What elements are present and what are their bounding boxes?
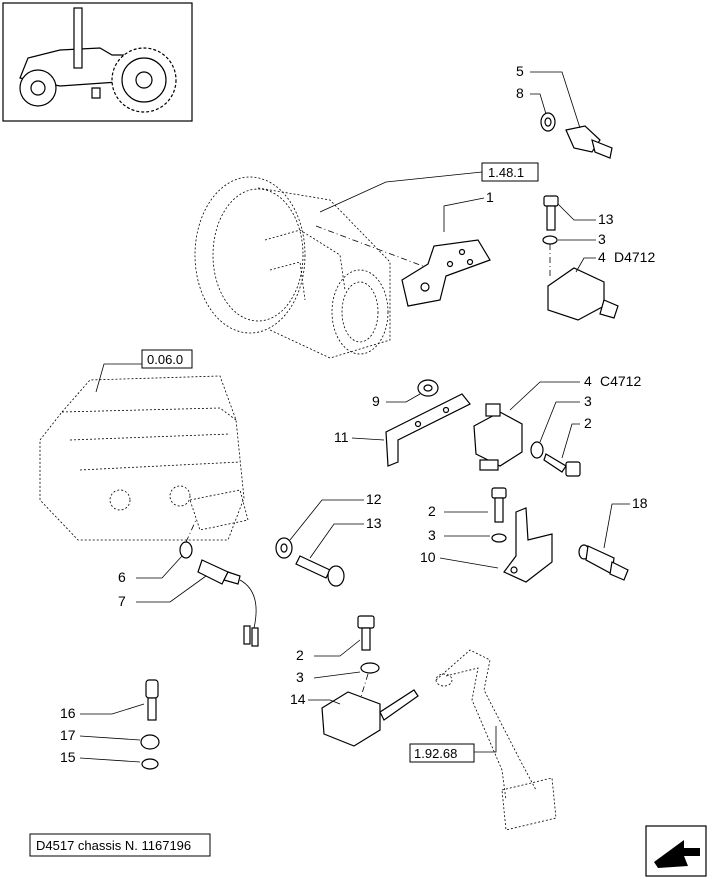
bolt-2-center bbox=[491, 487, 507, 523]
callout-1: 1 bbox=[486, 189, 494, 205]
bracket-10 bbox=[503, 507, 553, 583]
callout-12: 12 bbox=[366, 491, 382, 507]
callout-4-upper-code: D4712 bbox=[614, 249, 655, 265]
callout-8: 8 bbox=[516, 85, 524, 101]
callout-6: 6 bbox=[118, 569, 126, 585]
clutch-pedal bbox=[435, 649, 557, 831]
callout-18: 18 bbox=[632, 495, 648, 511]
callout-14: 14 bbox=[290, 691, 306, 707]
ref-1-48-1: 1.48.1 bbox=[488, 165, 524, 180]
chassis-label: D4517 chassis N. 1167196 bbox=[36, 838, 191, 853]
callout-4-upper: 4 bbox=[598, 249, 606, 265]
washer-3-upper bbox=[542, 235, 558, 245]
nut-17 bbox=[140, 734, 160, 750]
callout-5: 5 bbox=[516, 63, 524, 79]
bolt-2-lower bbox=[357, 615, 375, 651]
callout-4-middle: 4 bbox=[584, 373, 592, 389]
transmission-housing bbox=[194, 176, 391, 359]
bolt-2-middle bbox=[543, 453, 581, 477]
washer-3-lower bbox=[360, 662, 380, 674]
washer-3-center bbox=[491, 533, 507, 543]
callout-9: 9 bbox=[372, 393, 380, 409]
engine-block bbox=[39, 375, 249, 541]
tractor-thumbnail bbox=[2, 2, 193, 122]
callout-3-middle: 3 bbox=[584, 393, 592, 409]
callout-2-lower: 2 bbox=[296, 647, 304, 663]
washer-3-middle bbox=[530, 441, 544, 459]
switch-4-c4712 bbox=[473, 403, 523, 471]
ref-1-92-68: 1.92.68 bbox=[414, 746, 457, 761]
callout-10: 10 bbox=[420, 549, 436, 565]
callout-3-center: 3 bbox=[428, 527, 436, 543]
pressure-switch-5 bbox=[540, 112, 613, 159]
callout-15: 15 bbox=[60, 749, 76, 765]
nut-9 bbox=[417, 379, 439, 397]
callout-13-upper: 13 bbox=[598, 211, 614, 227]
callout-2-middle: 2 bbox=[584, 415, 592, 431]
washer-15 bbox=[141, 758, 159, 770]
callout-16: 16 bbox=[60, 705, 76, 721]
next-page-arrow-icon[interactable] bbox=[645, 825, 707, 877]
callout-3-upper: 3 bbox=[598, 231, 606, 247]
callout-13-lower: 13 bbox=[366, 515, 382, 531]
callout-2-center: 2 bbox=[428, 503, 436, 519]
temperature-sender-7 bbox=[197, 559, 259, 647]
callout-4-middle-code: C4712 bbox=[600, 373, 641, 389]
callout-17: 17 bbox=[60, 727, 76, 743]
bracket-11 bbox=[385, 393, 471, 467]
fitting-16 bbox=[145, 679, 159, 721]
bolt-13-upper bbox=[543, 195, 559, 231]
switch-14 bbox=[321, 689, 419, 747]
callout-3-lower: 3 bbox=[296, 669, 304, 685]
bracket-1 bbox=[401, 239, 491, 307]
tractor-icon bbox=[19, 7, 177, 113]
callout-11: 11 bbox=[334, 429, 349, 445]
callout-7: 7 bbox=[118, 593, 126, 609]
sender-18 bbox=[578, 544, 629, 581]
washer-6 bbox=[179, 541, 193, 559]
switch-4-d4712 bbox=[547, 267, 619, 321]
bolt-13-lower bbox=[295, 555, 345, 587]
ref-0-06-0: 0.06.0 bbox=[147, 352, 183, 367]
